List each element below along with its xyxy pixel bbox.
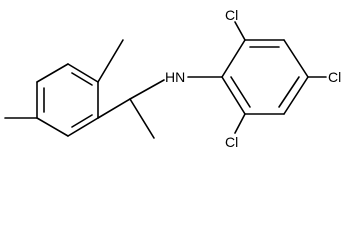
chlorine-label-right: Cl (328, 69, 341, 85)
chlorine-bond-bottom (234, 113, 246, 134)
ethyl-amine-linker (97, 76, 223, 139)
bond (283, 76, 309, 115)
bond (36, 117, 69, 137)
trichlorophenyl-ring (221, 21, 327, 134)
double-bond-inner (71, 72, 93, 86)
bond (67, 117, 99, 137)
chlorine-label-bottom: Cl (225, 134, 238, 150)
bond (221, 39, 246, 78)
bond-to-nitrogen (129, 79, 165, 100)
double-bond-inner (278, 76, 300, 108)
nitrogen-label: HN (165, 69, 185, 85)
bond (221, 76, 246, 115)
bond (97, 98, 131, 119)
chlorine-bond-top (234, 21, 246, 41)
bond (283, 39, 309, 78)
atom-labels: HN Cl Cl Cl (165, 7, 341, 150)
bond (36, 63, 69, 83)
bond (67, 63, 99, 83)
chemical-structure: HN Cl Cl Cl (4, 7, 341, 150)
methyl-bond-alpha (129, 98, 155, 139)
double-bond-inner (230, 76, 251, 108)
chlorine-label-top: Cl (225, 7, 238, 23)
double-bond-inner (71, 114, 93, 128)
methyl-bond-ortho (97, 39, 124, 83)
dimethylphenyl-ring (4, 39, 124, 137)
